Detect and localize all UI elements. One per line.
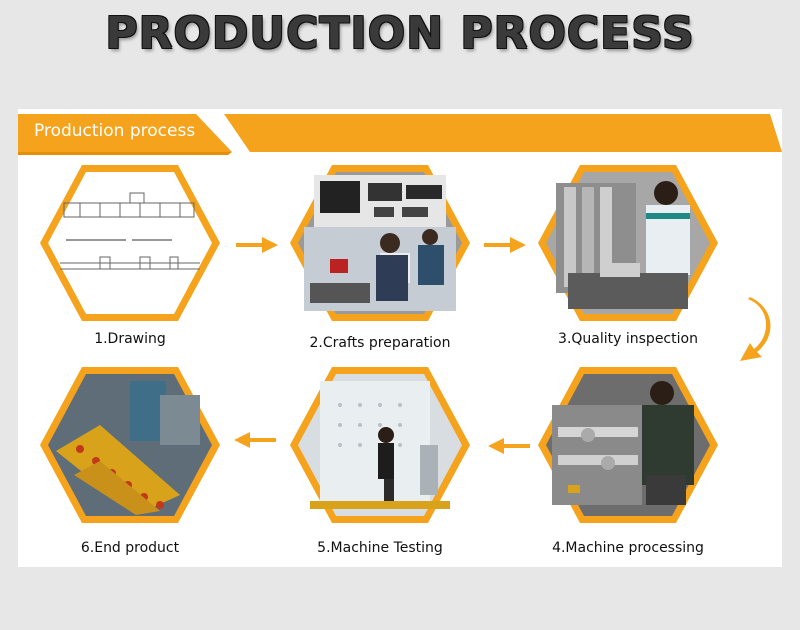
machine-processing-image	[538, 367, 718, 523]
step-end-product: 6.End product	[40, 365, 220, 556]
machine-testing-image	[290, 367, 470, 523]
step-label: 1.Drawing	[94, 331, 166, 347]
arrow-right-icon	[484, 237, 526, 253]
drawing-image	[40, 165, 220, 321]
step-crafts-preparation: 2.Crafts preparation	[290, 163, 470, 351]
process-panel: Production process 1.Drawing	[18, 109, 782, 567]
arrow-right-icon	[236, 237, 278, 253]
step-label: 2.Crafts preparation	[309, 335, 451, 351]
step-drawing: 1.Drawing	[40, 163, 220, 347]
arrow-left-icon	[234, 432, 276, 448]
step-label: 3.Quality inspection	[558, 331, 698, 347]
step-machine-processing: 4.Machine processing	[538, 365, 718, 556]
banner-graphic	[18, 114, 782, 155]
curved-arrow-down-icon	[740, 297, 771, 361]
page-title: PRODUCTION PROCESS	[105, 8, 695, 59]
banner-label: Production process	[34, 121, 196, 141]
step-label: 6.End product	[80, 540, 180, 556]
arrow-left-icon	[488, 438, 530, 454]
step-label: 4.Machine processing	[552, 540, 704, 556]
step-machine-testing: 5.Machine Testing	[290, 365, 470, 556]
quality-inspection-image	[538, 165, 718, 321]
crafts-preparation-image	[290, 165, 470, 321]
end-product-image	[40, 367, 220, 523]
step-quality-inspection: 3.Quality inspection	[538, 163, 718, 347]
step-label: 5.Machine Testing	[317, 540, 443, 556]
